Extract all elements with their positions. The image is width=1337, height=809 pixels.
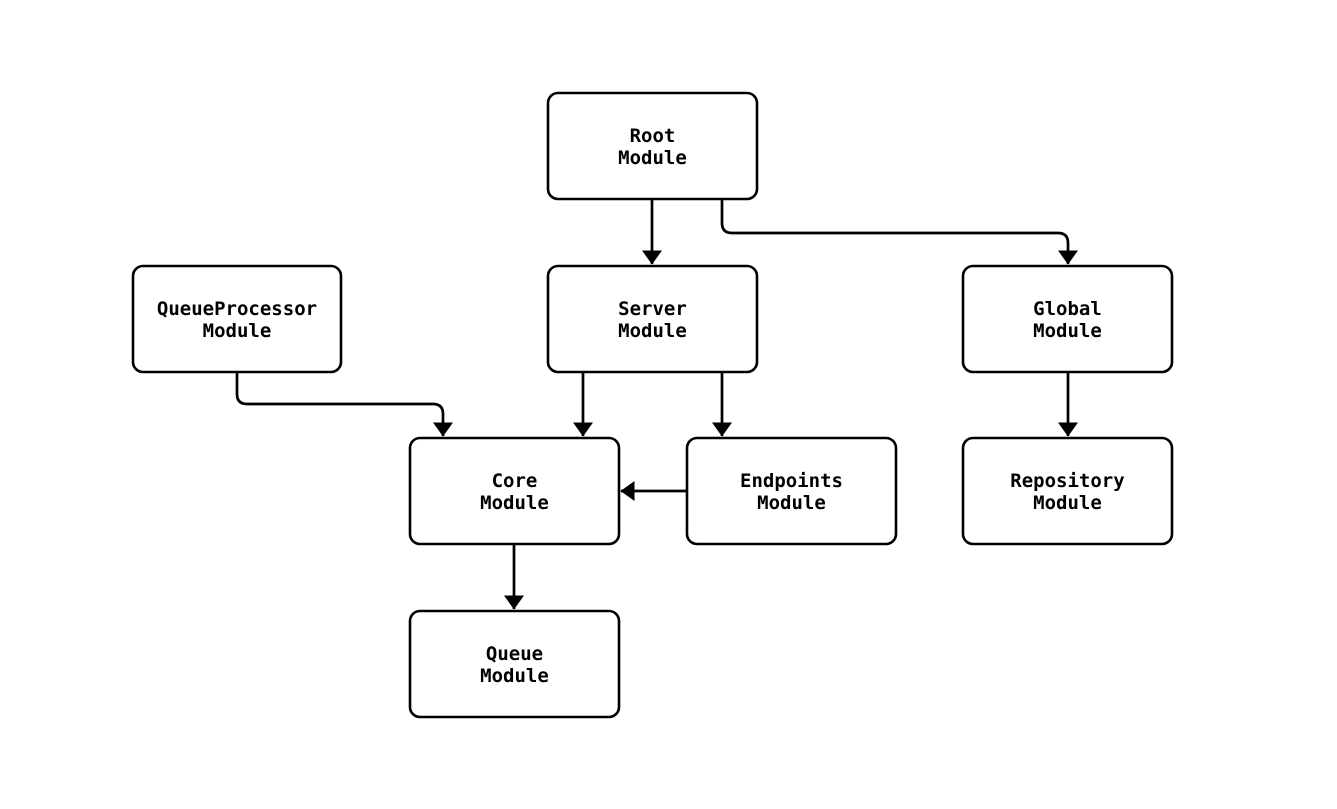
node-endpoints-box: [685, 436, 898, 546]
node-queueprocessor-box: [131, 264, 343, 374]
node-core-box: [408, 436, 621, 546]
edge-root-to-global: [720, 199, 1078, 265]
node-global-box: [961, 264, 1174, 374]
node-queue-box: [408, 609, 621, 719]
node-repository-box: [961, 436, 1174, 546]
node-server-box: [546, 264, 759, 374]
edge-queueprocessor-to-core: [235, 372, 453, 437]
node-root-box: [546, 91, 759, 201]
